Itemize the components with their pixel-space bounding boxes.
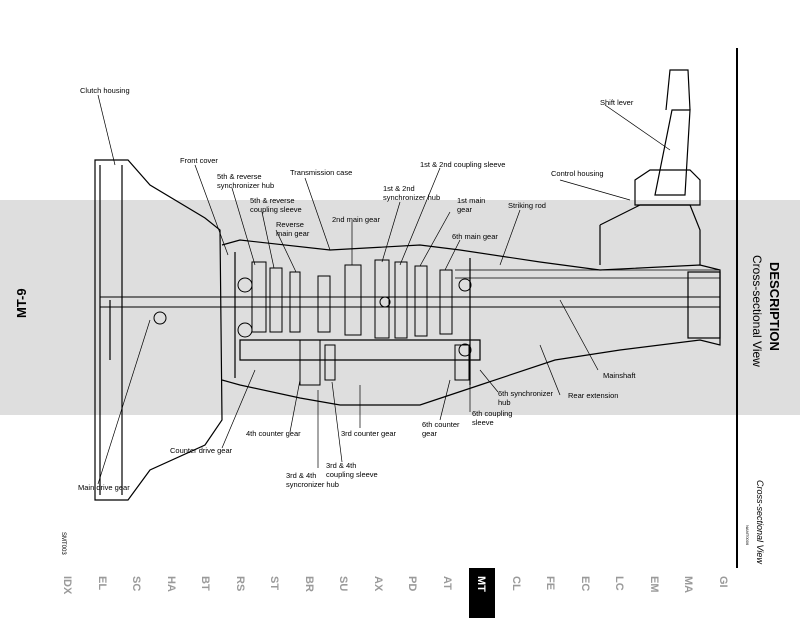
section-tab-rs[interactable]: RS [228,568,254,618]
mainshaft-shape [99,296,721,308]
section-tab-at[interactable]: AT [435,568,461,618]
label-transmission-case: Transmission case [290,168,353,177]
figure-code: SMT003 [60,532,66,555]
section-subtitle: Cross-sectional View [750,255,764,367]
section-tab-label: BT [199,576,211,591]
label-counter-drive-gear: Counter drive gear [170,446,233,455]
section-tab-label: BR [302,576,315,592]
section-tab-label: AX [371,576,384,592]
label-main-drive-gear: Main drive gear [78,483,130,492]
section-tab-label: EM [647,576,660,593]
section-tab-bt[interactable]: BT [193,568,219,618]
section-tab-label: SU [337,576,349,592]
label-front-cover: Front cover [180,156,218,165]
page-number: MT-9 [14,288,29,318]
section-tab-label: RS [233,576,246,592]
label-striking-rod: Striking rod [508,201,546,210]
label-3rd-counter-gear: 3rd counter gear [341,429,397,438]
section-tab-el[interactable]: EL [90,568,116,618]
section-tab-label: EC [578,576,591,592]
transmission-case-shape [221,239,721,406]
section-tab-idx[interactable]: IDX [55,568,81,618]
section-tab-em[interactable]: EM [642,568,668,618]
section-tab-gi[interactable]: GI [711,568,737,618]
section-tab-label: LC [613,576,625,591]
section-tab-strip: GI MA EM LC EC FE CL MT AT PD AX SU BR ST RS BT HA SC EL ID… [55,568,755,618]
section-tab-label: HA [164,576,177,592]
section-tab-mt[interactable]: MT [469,568,495,618]
section-tab-st[interactable]: ST [262,568,288,618]
section-tab-ha[interactable]: HA [159,568,185,618]
label-1st-2nd-coupling-sleeve: 1st & 2nd coupling sleeve [420,160,506,169]
section-tab-ax[interactable]: AX [366,568,392,618]
section-tab-ma[interactable]: MA [676,568,702,618]
label-2nd-main-gear: 2nd main gear [332,215,380,224]
section-tab-label: MT [475,576,487,592]
shift-lever-shape [654,109,691,196]
running-title: Cross-sectional View [755,480,765,564]
section-tab-label: PD [406,576,418,592]
section-tab-label: FE [544,576,556,591]
section-tab-fe[interactable]: FE [538,568,564,618]
section-tab-sc[interactable]: SC [124,568,150,618]
label-4th-counter-gear: 4th counter gear [246,429,301,438]
section-tab-cl[interactable]: CL [504,568,530,618]
section-tab-label: GI [716,576,729,588]
section-tab-label: IDX [61,576,73,595]
doc-code: NAMT0006 [745,525,750,546]
section-tab-label: ST [268,576,280,591]
label-clutch-housing: Clutch housing [80,86,130,95]
section-tab-ec[interactable]: EC [573,568,599,618]
clutch-housing-shape [94,159,223,501]
section-tab-su[interactable]: SU [331,568,357,618]
section-tab-pd[interactable]: PD [400,568,426,618]
section-tab-label: EL [95,576,108,591]
countershaft-shape [239,339,481,361]
label-6th-main-gear: 6th main gear [452,232,498,241]
label-rear-extension: Rear extension [568,391,619,400]
label-control-housing: Control housing [551,169,604,178]
section-tab-lc[interactable]: LC [607,568,633,618]
control-housing-shape [599,204,701,265]
section-tab-br[interactable]: BR [297,568,323,618]
section-tab-label: MA [682,576,694,594]
section-tab-label: SC [130,576,142,592]
section-tab-label: CL [509,576,522,591]
section-title: DESCRIPTION [767,262,782,351]
label-mainshaft: Mainshaft [603,371,636,380]
label-shift-lever: Shift lever [600,98,634,107]
section-tab-label: AT [440,576,453,590]
column-divider [736,48,738,568]
